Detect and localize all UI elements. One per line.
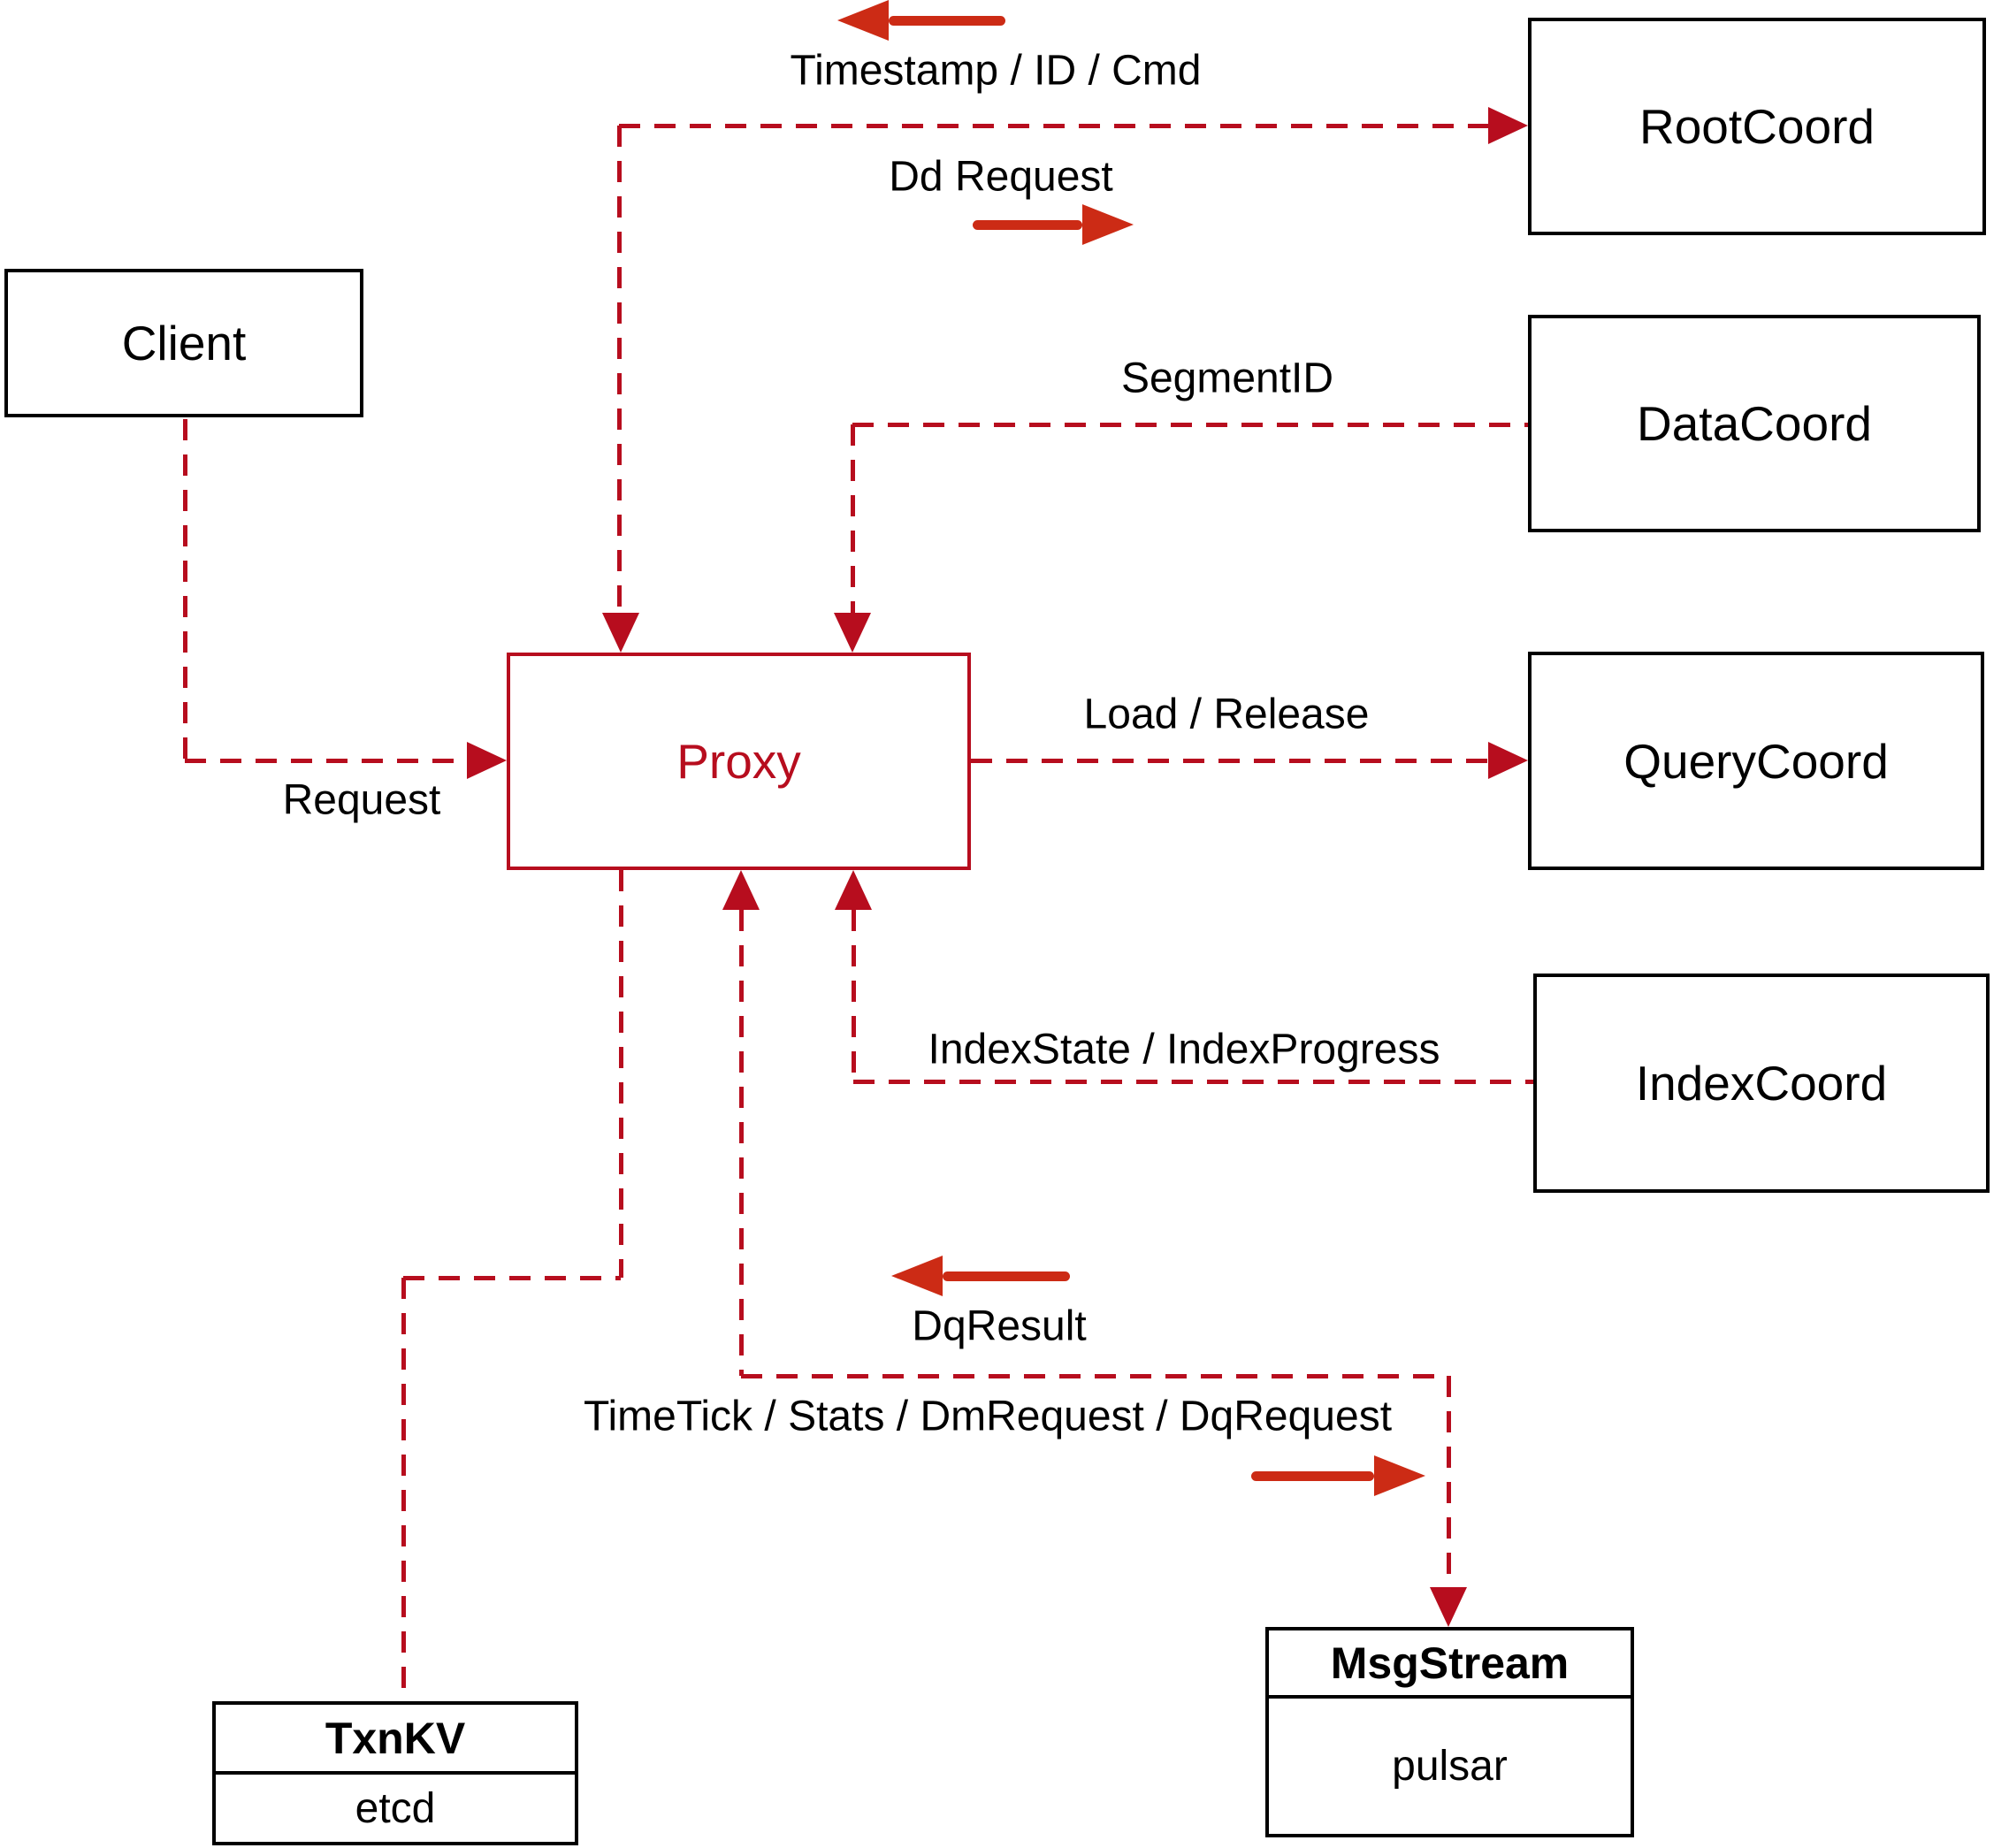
- flow-arrow-timestamp-shaft: [889, 15, 1005, 26]
- edge-proxy-msgstream-vertical-right: [1447, 1376, 1451, 1587]
- node-rootcoord: RootCoord: [1528, 18, 1986, 235]
- node-txnkv-subtitle: etcd: [355, 1784, 436, 1832]
- edge-label-load-release: Load / Release: [1083, 691, 1370, 738]
- flow-arrow-dd-request-shaft: [973, 219, 1082, 230]
- node-querycoord: QueryCoord: [1528, 652, 1984, 870]
- edge-datacoord-proxy-vertical: [851, 424, 855, 613]
- flow-arrow-timetick-right: [1251, 1455, 1425, 1496]
- node-datacoord-label: DataCoord: [1637, 396, 1872, 451]
- edge-proxy-txnkv-vertical-lower: [401, 1278, 406, 1701]
- node-txnkv-title: TxnKV: [216, 1705, 575, 1775]
- edge-proxy-txnkv-horizontal: [403, 1276, 621, 1280]
- edge-label-timetick: TimeTick / Stats / DmRequest / DqRequest: [583, 1393, 1393, 1440]
- flow-arrow-dq-result-shaft: [943, 1271, 1070, 1281]
- arrowhead-into-proxy-bottom-left: [722, 870, 760, 910]
- node-msgstream-subtitle: pulsar: [1392, 1743, 1508, 1790]
- edge-label-index-state: IndexState / IndexProgress: [928, 1026, 1440, 1073]
- edge-client-proxy-horizontal: [185, 759, 468, 763]
- edge-label-timestamp: Timestamp / ID / Cmd: [790, 47, 1202, 95]
- edge-label-dq-result: DqResult: [912, 1302, 1087, 1350]
- arrowhead-into-proxy-bottom-right: [835, 870, 872, 910]
- node-rootcoord-label: RootCoord: [1639, 99, 1875, 154]
- edge-proxy-rootcoord-horizontal: [619, 124, 1488, 128]
- node-txnkv: TxnKV etcd: [212, 1701, 578, 1845]
- edge-proxy-msgstream-vertical-left: [739, 910, 744, 1376]
- edge-datacoord-proxy-horizontal: [852, 423, 1528, 427]
- node-datacoord: DataCoord: [1528, 315, 1981, 532]
- flow-arrow-timestamp-head: [837, 0, 889, 41]
- node-client-label: Client: [121, 316, 247, 370]
- edge-proxy-querycoord-horizontal: [971, 759, 1488, 763]
- node-querycoord-label: QueryCoord: [1623, 733, 1889, 789]
- flow-arrow-timestamp-left: [837, 0, 1005, 41]
- flow-arrow-timetick-shaft: [1251, 1470, 1374, 1481]
- node-client: Client: [4, 269, 363, 417]
- arrowhead-into-rootcoord: [1488, 107, 1528, 144]
- flow-arrow-timetick-head: [1374, 1455, 1425, 1496]
- edge-proxy-txnkv-vertical-upper: [619, 870, 623, 1278]
- edge-indexcoord-proxy-horizontal: [853, 1080, 1533, 1084]
- node-msgstream-title: MsgStream: [1269, 1630, 1631, 1699]
- node-indexcoord: IndexCoord: [1533, 974, 1990, 1193]
- edge-proxy-rootcoord-vertical: [617, 126, 622, 613]
- edge-label-dd-request: Dd Request: [889, 153, 1113, 201]
- arrowhead-into-querycoord: [1488, 742, 1528, 779]
- edge-label-segment-id: SegmentID: [1120, 355, 1334, 402]
- arrowhead-into-msgstream: [1430, 1587, 1467, 1627]
- flow-arrow-dq-result-left: [891, 1256, 1070, 1296]
- edge-proxy-msgstream-horizontal: [741, 1374, 1448, 1378]
- edge-client-proxy-vertical: [183, 419, 187, 760]
- arrowhead-into-proxy-top-left: [602, 613, 639, 653]
- arrowhead-into-proxy-top-right: [834, 613, 871, 653]
- node-indexcoord-label: IndexCoord: [1635, 1056, 1888, 1111]
- node-proxy-label: Proxy: [676, 734, 801, 789]
- flow-arrow-dd-request-right: [973, 204, 1134, 245]
- edge-label-request: Request: [282, 776, 441, 824]
- node-msgstream: MsgStream pulsar: [1265, 1627, 1634, 1837]
- flow-arrow-dq-result-head: [891, 1256, 943, 1296]
- node-proxy: Proxy: [507, 653, 971, 870]
- arrowhead-into-proxy-left: [467, 742, 507, 779]
- flow-arrow-dd-request-head: [1082, 204, 1134, 245]
- edge-indexcoord-proxy-vertical: [852, 910, 856, 1081]
